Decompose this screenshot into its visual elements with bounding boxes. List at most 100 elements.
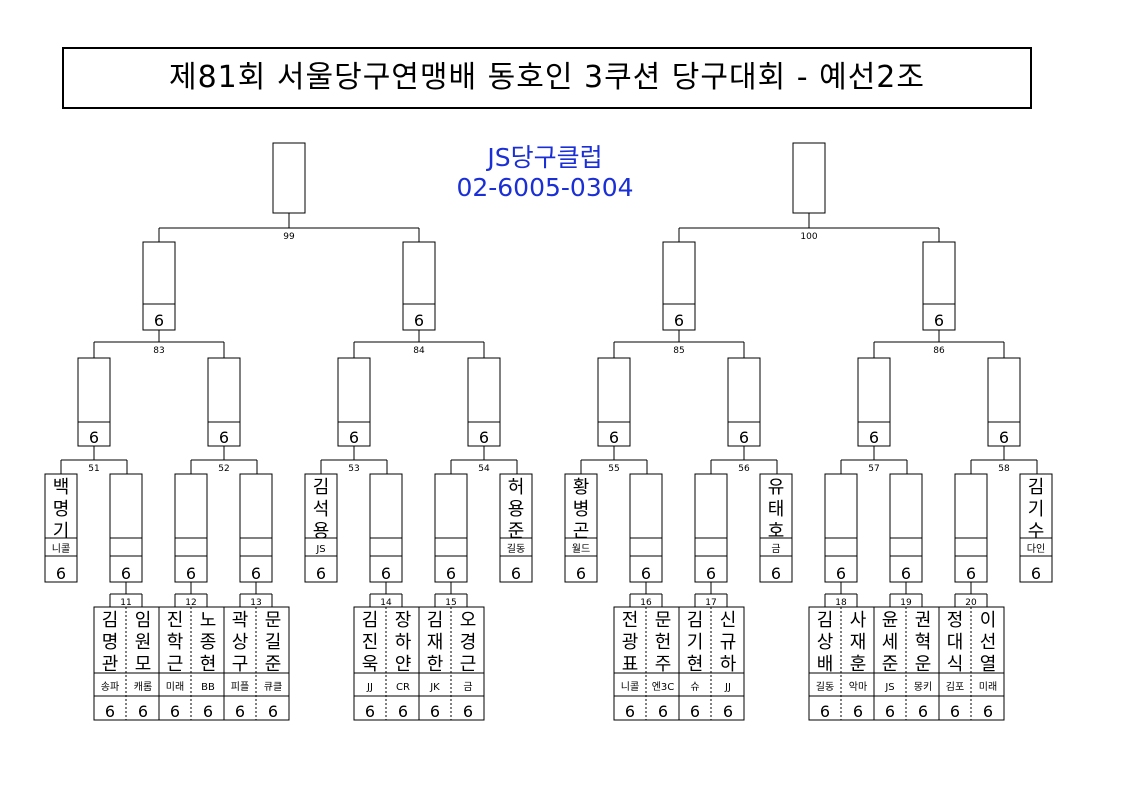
score-mark: 6 — [739, 428, 749, 447]
player-name: 규 — [720, 632, 737, 653]
player-name: 임 — [135, 610, 152, 631]
player-name: 하 — [720, 654, 737, 675]
player-club: 큐클 — [264, 681, 282, 693]
match-number: 86 — [933, 346, 945, 356]
player-name: 김 — [427, 610, 444, 631]
player-name: 하 — [395, 632, 412, 653]
score-mark: 6 — [138, 702, 148, 721]
player-name: 얀 — [395, 654, 412, 675]
match-number: 20 — [965, 598, 977, 608]
match-number: 11 — [120, 598, 131, 608]
player-club: CR — [396, 682, 410, 693]
player-name: 선 — [980, 632, 997, 653]
player-name: 관 — [102, 654, 119, 675]
match-number: 12 — [185, 598, 196, 608]
player-name: 길 — [265, 632, 282, 653]
match-number: 58 — [998, 464, 1010, 474]
entry-slot — [44, 473, 78, 583]
player-name: 백 — [53, 477, 70, 498]
player-club: BB — [201, 682, 215, 693]
score-mark: 6 — [414, 311, 424, 330]
player-name: 헌 — [655, 632, 672, 653]
score-mark: 6 — [186, 564, 196, 583]
player-name: 주 — [655, 654, 672, 675]
score-mark: 6 — [950, 702, 960, 721]
player-club: 미래 — [166, 681, 184, 693]
match-number: 17 — [705, 598, 716, 608]
player-club: 피플 — [231, 681, 249, 693]
match-number: 51 — [88, 464, 99, 474]
player-name: 명 — [102, 632, 119, 653]
player-club: 김포 — [946, 681, 964, 693]
score-mark: 6 — [268, 702, 278, 721]
player-club: 금 — [771, 543, 780, 555]
player-name: 곤 — [573, 521, 590, 542]
score-mark: 6 — [251, 564, 261, 583]
score-mark: 6 — [901, 564, 911, 583]
player-club: JK — [429, 682, 440, 693]
player-name: 문 — [265, 610, 282, 631]
player-name: 훈 — [850, 654, 867, 675]
score-mark: 6 — [576, 564, 586, 583]
score-mark: 6 — [89, 428, 99, 447]
score-mark: 6 — [609, 428, 619, 447]
player-name: 욱 — [362, 654, 379, 675]
player-name: 오 — [460, 610, 477, 631]
player-name: 곽 — [232, 610, 249, 631]
entry-slot — [1019, 473, 1053, 583]
player-name: 운 — [915, 654, 932, 675]
score-mark: 6 — [641, 564, 651, 583]
score-mark: 6 — [121, 564, 131, 583]
entry-slot — [304, 473, 338, 583]
player-name: 용 — [508, 499, 525, 520]
player-name: 준 — [508, 521, 525, 542]
player-club: 니콜 — [52, 543, 70, 555]
score-mark: 6 — [983, 702, 993, 721]
player-name: 상 — [232, 632, 249, 653]
player-name: 상 — [817, 632, 834, 653]
player-club: 송파 — [101, 681, 119, 693]
player-name: 원 — [135, 632, 152, 653]
player-name: 재 — [427, 632, 444, 653]
player-name: 근 — [167, 654, 184, 675]
match-number: 99 — [283, 232, 295, 242]
player-name: 병 — [573, 499, 590, 520]
score-mark: 6 — [658, 702, 668, 721]
score-mark: 6 — [511, 564, 521, 583]
score-mark: 6 — [349, 428, 359, 447]
score-mark: 6 — [430, 702, 440, 721]
player-club: 악마 — [849, 681, 867, 693]
score-mark: 6 — [170, 702, 180, 721]
score-mark: 6 — [885, 702, 895, 721]
player-club: 캐롬 — [134, 681, 152, 693]
player-name: 전 — [622, 610, 639, 631]
score-mark: 6 — [820, 702, 830, 721]
match-number: 83 — [153, 346, 164, 356]
player-name: 권 — [915, 610, 932, 631]
entry-slot — [759, 473, 793, 583]
player-name: 석 — [313, 499, 330, 520]
player-club: 다인 — [1027, 543, 1045, 555]
player-name: 모 — [135, 654, 152, 675]
player-name: 혁 — [915, 632, 932, 653]
score-mark: 6 — [219, 428, 229, 447]
player-name: 김 — [102, 610, 119, 631]
player-club: 길동 — [507, 542, 525, 555]
club-name: JS당구클럽 — [487, 143, 603, 172]
final-slot — [272, 142, 306, 214]
player-name: 광 — [622, 632, 639, 653]
score-mark: 6 — [853, 702, 863, 721]
score-mark: 6 — [365, 702, 375, 721]
page-title: 제81회 서울당구연맹배 동호인 3쿠션 당구대회 - 예선2조 — [169, 60, 925, 95]
score-mark: 6 — [690, 702, 700, 721]
match-number: 55 — [608, 464, 619, 474]
player-name: 구 — [232, 654, 249, 675]
score-mark: 6 — [625, 702, 635, 721]
player-name: 기 — [687, 632, 704, 653]
match-number: 57 — [868, 464, 879, 474]
club-phone: 02-6005-0304 — [456, 173, 634, 202]
score-mark: 6 — [154, 311, 164, 330]
player-name: 유 — [768, 477, 785, 498]
player-club: 니콜 — [621, 681, 639, 693]
match-number: 85 — [673, 346, 684, 356]
